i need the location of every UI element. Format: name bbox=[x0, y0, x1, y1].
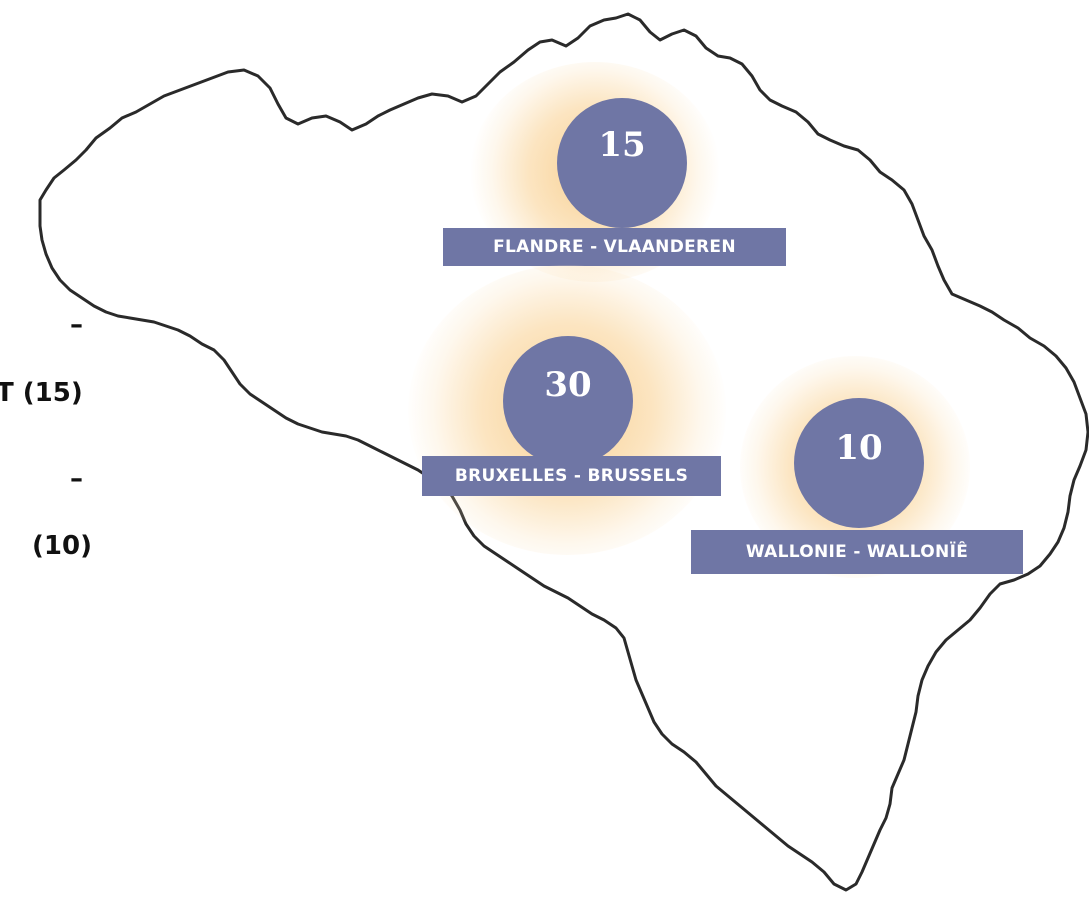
wallonie-count: 10 bbox=[835, 428, 883, 468]
flandre-count: 15 bbox=[598, 125, 646, 165]
wallonie-count-bubble[interactable]: 10 bbox=[794, 398, 924, 528]
wallonie-label-banner[interactable]: WALLONIE - WALLONÏÊ bbox=[691, 530, 1023, 574]
side-label-flandre-count: T (15) bbox=[0, 378, 83, 408]
side-label-dash-upper: – bbox=[70, 310, 83, 340]
side-label-wallonie-count: (10) bbox=[32, 531, 92, 561]
flandre-label-banner[interactable]: FLANDRE - VLAANDEREN bbox=[443, 228, 786, 266]
bruxelles-label-banner[interactable]: BRUXELLES - BRUSSELS bbox=[422, 456, 721, 496]
bruxelles-count-bubble[interactable]: 30 bbox=[503, 336, 633, 466]
bruxelles-count: 30 bbox=[544, 365, 592, 405]
flandre-count-bubble[interactable]: 15 bbox=[557, 98, 687, 228]
side-label-dash-lower: – bbox=[70, 464, 83, 494]
